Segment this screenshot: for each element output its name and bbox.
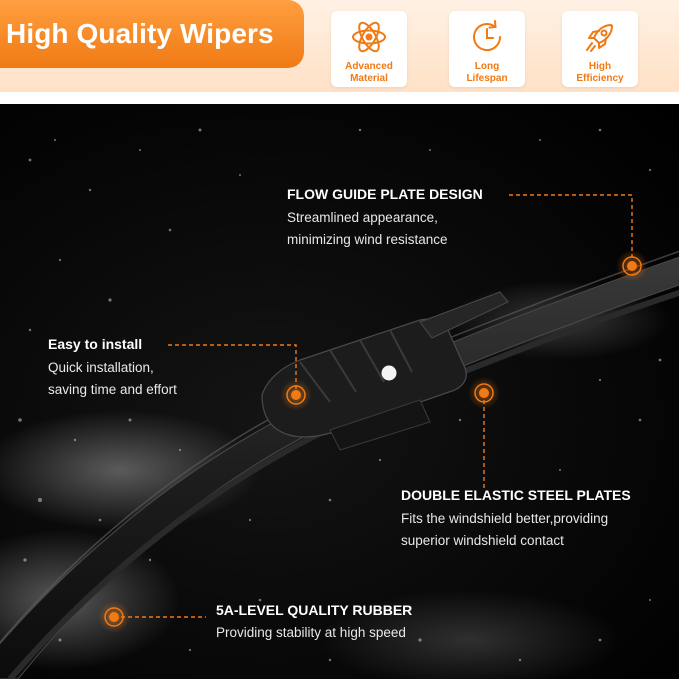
callout-marker-steel [468, 377, 500, 409]
clock-icon [473, 20, 502, 52]
feature-label: Advanced Material [345, 61, 393, 84]
feature-advanced-material: Advanced Material [331, 11, 407, 87]
callout-title-rubber: 5A-LEVEL QUALITY RUBBER [216, 602, 413, 618]
rocket-icon [586, 24, 613, 52]
callout-text-install: Quick installation, saving time and effo… [48, 360, 177, 397]
product-stage [0, 104, 679, 679]
callout-marker-rubber [98, 601, 130, 633]
feature-label: High Efficiency [576, 61, 624, 84]
wiper-illustration [0, 128, 679, 679]
callout-title-install: Easy to install [48, 336, 143, 352]
callout-marker-install [280, 379, 312, 411]
callout-marker-flow [616, 250, 648, 282]
callout-title-steel: DOUBLE ELASTIC STEEL PLATES [401, 487, 631, 503]
callout-text-flow: Streamlined appearance, minimizing wind … [287, 210, 448, 247]
feature-long-lifespan: Long Lifespan [449, 11, 525, 87]
callout-text-steel: Fits the windshield better,providing sup… [401, 511, 609, 548]
wiper-adapter [261, 291, 509, 451]
feature-high-efficiency: High Efficiency [562, 11, 638, 87]
page-title: High Quality Wipers [6, 18, 274, 49]
title-badge: High Quality Wipers [0, 0, 304, 68]
header-divider [0, 92, 679, 104]
callout-title-flow: FLOW GUIDE PLATE DESIGN [287, 186, 483, 202]
header-banner: High Quality Wipers Advanced Material Lo… [0, 0, 679, 92]
callout-text-rubber: Providing stability at high speed [216, 625, 406, 640]
feature-label: Long Lifespan [466, 61, 508, 84]
atom-icon [352, 21, 386, 53]
